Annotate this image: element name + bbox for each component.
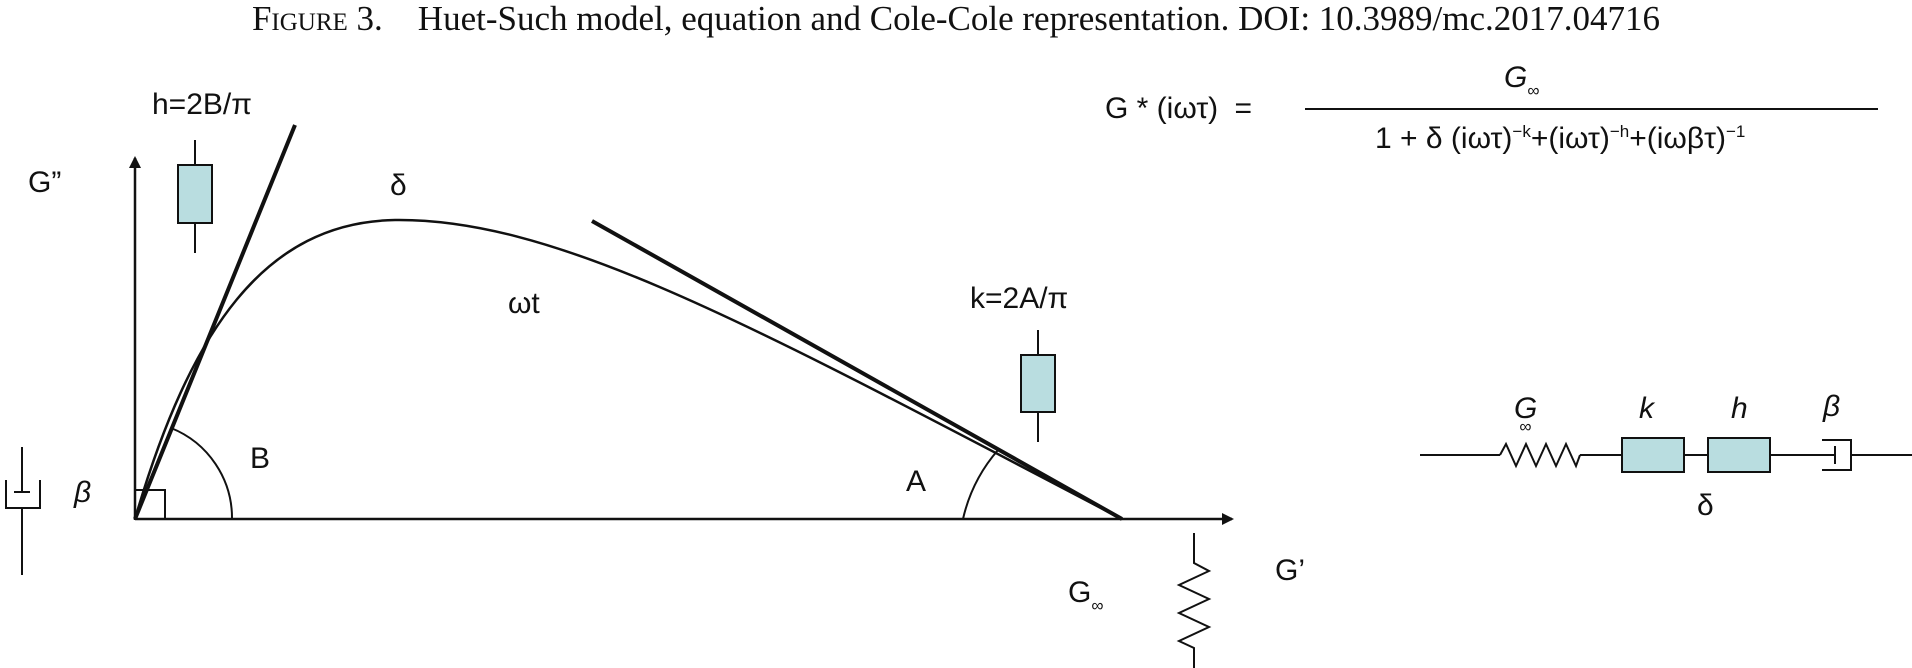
equation-lhs: G * (iωτ) = xyxy=(1105,92,1252,125)
circuit-g-label: G∞ xyxy=(1514,392,1537,436)
circuit-delta-label: δ xyxy=(1697,489,1714,522)
figure-label: Figure 3. xyxy=(251,0,383,38)
y-axis-label: G” xyxy=(28,166,61,199)
delta-label: δ xyxy=(390,169,407,202)
circuit-element-k xyxy=(1621,437,1685,473)
k-parabolic-element xyxy=(1020,330,1056,442)
huet-such-circuit xyxy=(1420,437,1912,473)
circuit-h-label: h xyxy=(1731,392,1748,425)
circuit-beta-label: β xyxy=(1822,390,1840,423)
circuit-k-label: k xyxy=(1639,392,1656,425)
angle-arc-a xyxy=(962,449,999,520)
cole-cole-curve xyxy=(133,218,1123,521)
h-parabolic-element xyxy=(177,140,213,253)
angle-a-label: A xyxy=(906,465,926,498)
caption-text: Huet-Such model, equation and Cole-Cole … xyxy=(417,0,1661,38)
omega-t-label: ωt xyxy=(508,287,540,320)
h-formula-label: h=2B/π xyxy=(152,88,252,121)
circuit-element-h xyxy=(1707,437,1771,473)
equation-denominator: 1 + δ (iωτ)−k+(iωτ)−h+(iωβτ)−1 xyxy=(1375,122,1745,155)
beta-label: β xyxy=(73,476,91,509)
k-formula-label: k=2A/π xyxy=(970,282,1068,315)
tangent-line-k xyxy=(591,219,1123,521)
figure-caption: Figure 3. Huet-Such model, equation and … xyxy=(0,0,1912,38)
angle-arc-b xyxy=(170,427,234,520)
circuit-spring xyxy=(1499,441,1581,469)
tangent-line-h xyxy=(133,124,297,520)
dashpot-beta xyxy=(5,447,41,575)
angle-b-label: B xyxy=(250,442,270,475)
spring-g-infinity xyxy=(1176,533,1212,668)
x-axis-label: G’ xyxy=(1275,554,1305,587)
g-infinity-label: G∞ xyxy=(1068,576,1103,615)
right-angle-mark xyxy=(134,489,166,520)
equation-numerator: G∞ xyxy=(1504,61,1539,100)
